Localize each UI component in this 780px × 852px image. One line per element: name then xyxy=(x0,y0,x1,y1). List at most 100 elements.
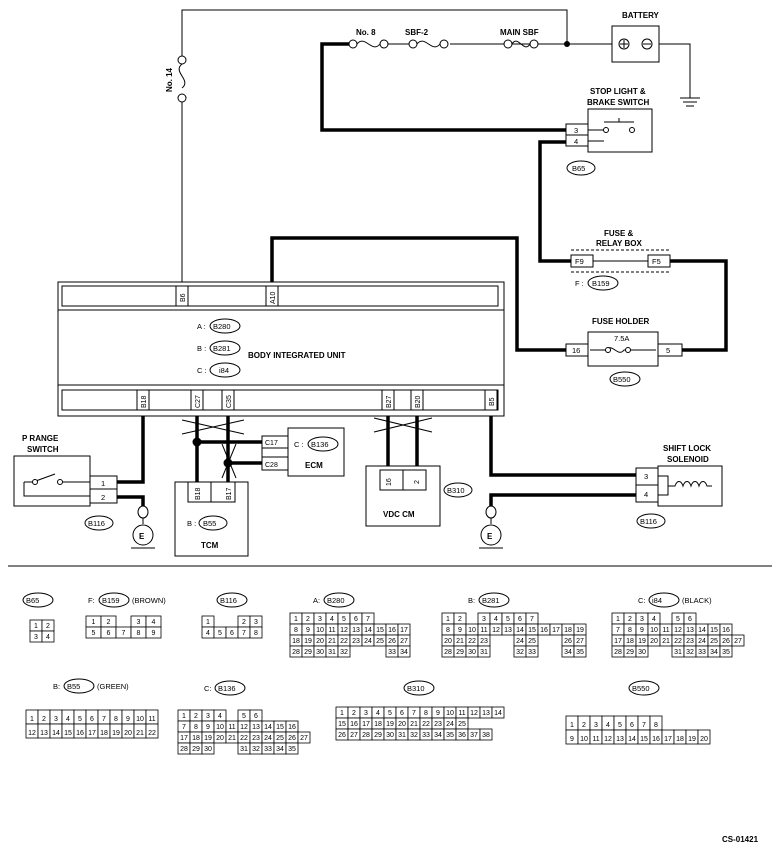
legend-i84-id: i84 xyxy=(652,596,662,605)
tcm-pin-b17: B17 xyxy=(226,487,233,500)
legend-b136-pin: 22 xyxy=(240,735,248,742)
legend-i84-pin: 29 xyxy=(626,649,634,656)
legend-b55-pin: 19 xyxy=(112,730,120,737)
fuse-sbf2-terminal-left xyxy=(408,39,418,49)
legend-b280-pin: 23 xyxy=(352,638,360,645)
legend-b136-pin: 9 xyxy=(206,724,210,731)
legend-b310-pin: 29 xyxy=(374,732,382,739)
body-unit-connector-c-text: i84 xyxy=(219,366,229,375)
legend-b281-id: B281 xyxy=(482,596,500,605)
legend-b136-pin: 34 xyxy=(276,746,284,753)
legend-b55-pin: 7 xyxy=(102,716,106,723)
legend-b159-suffix: (BROWN) xyxy=(132,596,166,605)
twisted-pair-vdc xyxy=(373,417,433,433)
wire-f5-fuseholder xyxy=(670,259,728,352)
fuse-holder-connector-id xyxy=(609,371,641,387)
legend-b280-pin: 16 xyxy=(388,627,396,634)
legend-b310-pin: 16 xyxy=(350,721,358,728)
legend-i84-pin: 25 xyxy=(710,638,718,645)
legend-b281-pin: 16 xyxy=(540,627,548,634)
legend-b281-id-oval xyxy=(478,592,510,608)
legend-i84-prefix: C: xyxy=(638,596,646,605)
fuse-holder-outline xyxy=(587,331,659,367)
p-range-box xyxy=(13,455,91,507)
tcm-connector-id xyxy=(198,515,228,531)
legend-b281-pin: 21 xyxy=(456,638,464,645)
legend-i84-pin: 5 xyxy=(676,616,680,623)
p-range-contact-right xyxy=(57,479,63,485)
legend-b310-pin: 30 xyxy=(386,732,394,739)
legend-b55-pin: 10 xyxy=(136,716,144,723)
legend-b65-pin: 3 xyxy=(34,634,38,641)
legend-b159-pin: 8 xyxy=(137,630,141,637)
legend-b550-pin: 1 xyxy=(570,722,574,729)
legend-b281-pin: 17 xyxy=(552,627,560,634)
legend-b136-pin: 30 xyxy=(204,746,212,753)
legend-b310-pin: 37 xyxy=(470,732,478,739)
legend-b550-pin: 7 xyxy=(642,722,646,729)
legend-i84-pin: 1 xyxy=(616,616,620,623)
legend-b136-pin: 18 xyxy=(192,735,200,742)
wire-b5-shiftlock xyxy=(489,410,636,477)
legend-b136-pin: 31 xyxy=(240,746,248,753)
wires xyxy=(117,9,728,506)
legend-b280-pin: 26 xyxy=(388,638,396,645)
legend-i84-pin: 31 xyxy=(674,649,682,656)
legend-b280-pin: 6 xyxy=(354,616,358,623)
legend-b310-pin: 17 xyxy=(362,721,370,728)
fuse-holder: FUSE HOLDER 7.5A 16 5 B550 xyxy=(565,317,683,387)
legend-b310-pin: 4 xyxy=(376,710,380,717)
fuse-no8-label: No. 8 xyxy=(356,28,376,37)
legend-b310-pin: 25 xyxy=(458,721,466,728)
legend-b281-pin: 15 xyxy=(528,627,536,634)
legend-b55-pin: 8 xyxy=(114,716,118,723)
wire-b18-prange xyxy=(117,410,145,484)
body-unit-pin-c35: C35 xyxy=(226,395,233,408)
legend-b280-pin: 1 xyxy=(294,616,298,623)
ground-right-circle xyxy=(480,524,502,546)
ecm: C17 C28 C : B136 ECM xyxy=(261,427,345,477)
legend-i84-pin: 27 xyxy=(734,638,742,645)
legend-b55-pin: 11 xyxy=(148,716,155,723)
legend-b55-id-oval xyxy=(63,678,95,694)
legend-b310-pin: 12 xyxy=(470,710,478,717)
legend-b281-pin: 13 xyxy=(504,627,512,634)
legend-b55-pin: 17 xyxy=(88,730,96,737)
legend-i84-pin: 8 xyxy=(628,627,632,634)
wire-fuseholder-a10 xyxy=(270,236,566,352)
legend-b281-pin: 19 xyxy=(576,627,584,634)
legend-i84-pin: 7 xyxy=(616,627,620,634)
fuse-relay-outline xyxy=(571,249,670,273)
legend-b280-pin: 27 xyxy=(400,638,408,645)
legend-b310-pin: 20 xyxy=(398,721,406,728)
legend-b280-pin: 7 xyxy=(366,616,370,623)
legend-i84-pin: 9 xyxy=(640,627,644,634)
fuse-holder-5-box xyxy=(657,343,683,357)
legend-i84-pin: 30 xyxy=(638,649,646,656)
legend-b281-pin: 28 xyxy=(444,649,452,656)
fuse-main-sbf-element xyxy=(511,40,531,48)
legend-b159-id: B159 xyxy=(102,596,120,605)
tcm-pin-b18: B18 xyxy=(195,487,202,500)
fuse-holder-element xyxy=(590,347,656,353)
fuse-relay-f9: F9 xyxy=(575,257,584,266)
body-unit-bottom-strip xyxy=(61,389,499,411)
legend-b550-pin: 9 xyxy=(570,736,574,743)
legend-b550-pin: 11 xyxy=(592,736,599,743)
p-range-pin-1: 1 xyxy=(101,479,105,488)
fuse-no14-terminal-bottom xyxy=(177,93,187,103)
legend-b136-pin: 12 xyxy=(240,724,248,731)
stop-light-pin-4: 4 xyxy=(574,137,578,146)
p-range-contact-left xyxy=(32,479,38,485)
body-unit-top-pins xyxy=(175,286,279,306)
legend-b280-pin: 34 xyxy=(400,649,408,656)
stop-light-connector-id xyxy=(566,160,596,176)
fuse-holder-label: FUSE HOLDER xyxy=(592,317,650,326)
legend-b55-pin: 16 xyxy=(76,730,84,737)
legend-b550-pin: 3 xyxy=(594,722,598,729)
legend-b280-pin: 2 xyxy=(306,616,310,623)
legend-b310-pin: 23 xyxy=(434,721,442,728)
legend-b281-pin: 5 xyxy=(506,616,510,623)
fuse-relay-connector-id xyxy=(587,275,619,291)
